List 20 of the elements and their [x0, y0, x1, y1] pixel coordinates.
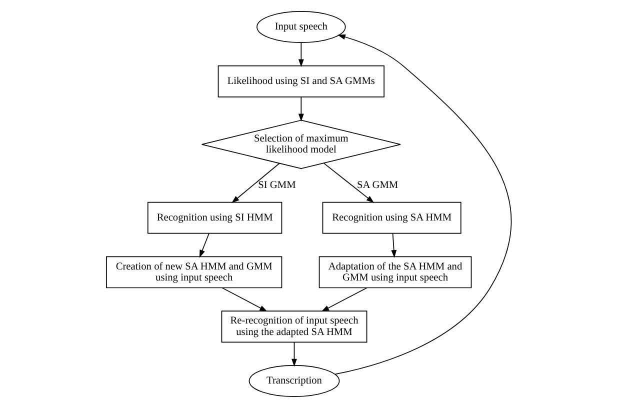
- arrow: [232, 162, 280, 204]
- node-box: Re-recognition of input speech using the adapted SA HMM: [221, 310, 368, 343]
- arrow: [199, 233, 210, 258]
- node-box: Recognition using SI HMM: [147, 202, 282, 234]
- node-diamond: Selection of maximum likelihood model: [201, 120, 401, 170]
- node-box: Likelihood using SI and SA GMMs: [218, 65, 384, 98]
- edge-label: SI GMM: [258, 180, 296, 192]
- arrow: [292, 342, 297, 367]
- arrow: [298, 96, 304, 122]
- arrow: [298, 42, 304, 68]
- arrow: [222, 287, 268, 312]
- node-ellipse: Transcription: [248, 365, 340, 397]
- arrow: [321, 287, 368, 312]
- arrow: [334, 34, 512, 375]
- node-box: Recognition using SA HMM: [322, 202, 462, 234]
- arrow: [391, 233, 397, 258]
- node-box: Creation of new SA HMM and GMM using input speech: [106, 256, 282, 288]
- edge-label: SA GMM: [356, 180, 398, 192]
- node-box: Adaptation of the SA HMM and GMM using input speech: [318, 256, 472, 288]
- arrow: [323, 162, 374, 203]
